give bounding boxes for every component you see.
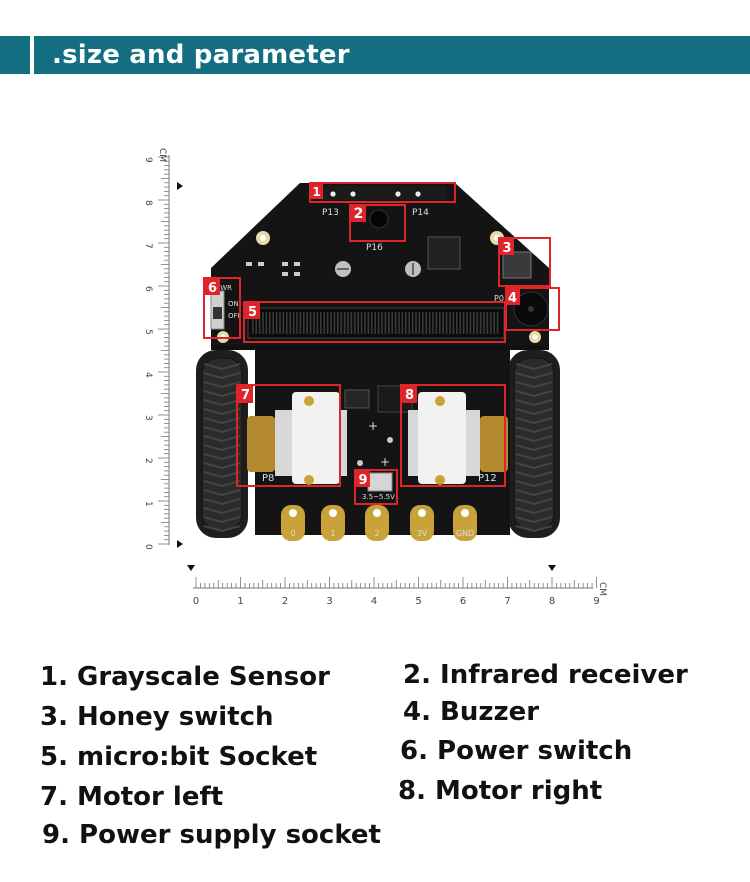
part-honey-switch: 3. Honey switch: [40, 702, 274, 732]
horizontal-tick-label: 1: [237, 596, 243, 607]
svg-text:ON: ON: [228, 300, 239, 308]
part-motor-right: 8. Motor right: [398, 776, 603, 806]
svg-text:2: 2: [374, 529, 379, 538]
vertical-tick-label: 7: [143, 243, 153, 249]
svg-text:3.5~5.5V: 3.5~5.5V: [362, 493, 395, 501]
vertical-ruler-unit: CM: [157, 148, 167, 162]
svg-text:1: 1: [312, 185, 320, 199]
svg-text:3V: 3V: [417, 529, 428, 538]
svg-text:GND: GND: [456, 529, 474, 538]
svg-text:4: 4: [508, 291, 517, 306]
svg-text:P12: P12: [478, 473, 497, 484]
annotation-boxes: [203, 182, 560, 505]
svg-text:PWR: PWR: [216, 284, 232, 292]
vertical-tick-label: 3: [143, 415, 153, 421]
svg-text:+: +: [380, 455, 390, 469]
horizontal-tick-label: 3: [326, 596, 332, 607]
horizontal-tick-label: 8: [549, 596, 555, 607]
horizontal-tick-label: 6: [460, 596, 466, 607]
svg-text:7: 7: [241, 388, 250, 403]
part-microbit-socket: 5. micro:bit Socket: [40, 742, 318, 772]
svg-text:2: 2: [354, 206, 364, 222]
vertical-tick-label: 5: [143, 329, 153, 335]
robot-board: P13 P14 P16 P0 PWR ON OFF + +: [210, 183, 549, 541]
svg-text:P14: P14: [412, 208, 429, 218]
vertical-tick-label: 9: [143, 157, 153, 163]
svg-text:+: +: [368, 419, 378, 433]
svg-text:P16: P16: [366, 243, 383, 253]
horizontal-tick-label: 2: [282, 596, 288, 607]
vertical-ruler: CM 0 1 2 3 4 5 6 7 8 9: [143, 148, 170, 550]
horizontal-tick-label: 5: [415, 596, 421, 607]
part-power-supply-socket: 9. Power supply socket: [42, 820, 381, 850]
horizontal-ruler-unit: CM: [597, 582, 607, 596]
edge-connector: 0 1 2 3V GND: [281, 505, 477, 541]
vertical-tick-label: 2: [143, 458, 153, 464]
svg-text:0: 0: [290, 529, 295, 538]
svg-text:8: 8: [405, 388, 414, 403]
svg-text:5: 5: [248, 305, 257, 320]
svg-text:P0: P0: [494, 294, 504, 303]
part-buzzer: 4. Buzzer: [403, 697, 540, 727]
vertical-tick-label: 6: [143, 286, 153, 292]
svg-text:6: 6: [208, 281, 217, 296]
vertical-tick-label: 8: [143, 200, 153, 206]
svg-text:1: 1: [330, 529, 335, 538]
part-motor-left: 7. Motor left: [40, 782, 224, 812]
svg-text:3: 3: [502, 241, 511, 256]
banner-notch: [30, 36, 34, 74]
horizontal-tick-label: 7: [504, 596, 510, 607]
svg-text:P8: P8: [262, 473, 274, 484]
left-wheel: [196, 350, 248, 538]
vertical-tick-label: 0: [143, 544, 153, 550]
right-wheel: [508, 350, 560, 538]
horizontal-tick-label: 0: [193, 596, 199, 607]
part-power-switch: 6. Power switch: [400, 736, 633, 766]
part-infrared-receiver: 2. Infrared receiver: [403, 660, 688, 690]
svg-text:9: 9: [358, 473, 367, 488]
svg-text:OFF: OFF: [228, 312, 242, 320]
page-title: .size and parameter: [52, 40, 350, 70]
horizontal-tick-label: 4: [371, 596, 377, 607]
horizontal-ruler: CM 0 1 2 3 4 5 6 7 8 9: [193, 577, 607, 607]
horizontal-tick-label: 9: [593, 596, 599, 607]
header-banner: [0, 36, 750, 74]
vertical-tick-label: 1: [143, 501, 153, 507]
svg-text:P13: P13: [322, 208, 339, 218]
vertical-tick-label: 4: [143, 372, 153, 378]
annotation-markers: 1 2 3 4 5 6 7 8 9: [205, 184, 520, 488]
part-grayscale-sensor: 1. Grayscale Sensor: [40, 662, 330, 692]
